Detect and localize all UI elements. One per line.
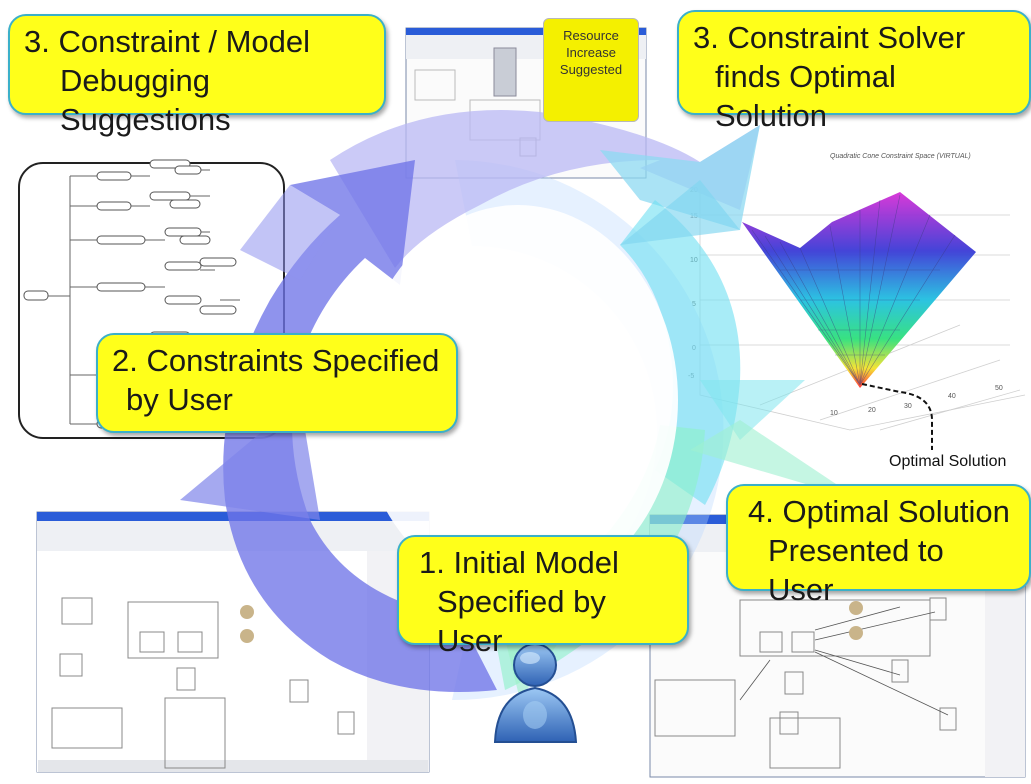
user-icon xyxy=(493,643,578,743)
step-debugging-line1: 3. Constraint / Model xyxy=(24,24,311,59)
optimal-solution-label: Optimal Solution xyxy=(889,453,1007,470)
note-line-3: Suggested xyxy=(559,62,623,77)
note-line-1: Resource xyxy=(563,28,619,43)
step-initial-model: 1. Initial Model Specified by User xyxy=(397,535,689,658)
step-constraints-line2: by User xyxy=(126,382,233,417)
note-line-2: Increase xyxy=(566,45,616,60)
step-constraints-line1: 2. Constraints Specified xyxy=(112,343,440,378)
step-solver-line1: 3. Constraint Solver xyxy=(693,20,966,55)
solution-space-plot: Quadratic Cone Constraint Space (VIRTUAL… xyxy=(688,153,1026,450)
step-constraints-specified: 2. Constraints Specified by User xyxy=(96,333,458,433)
step-initial-line2: Specified by User xyxy=(437,584,606,658)
step-initial-line1: 1. Initial Model xyxy=(419,545,619,580)
step-optimal-line1: 4. Optimal Solution xyxy=(748,494,1010,529)
step-debugging-line2: Debugging Suggestions xyxy=(60,63,231,137)
svg-text:40: 40 xyxy=(948,393,956,400)
svg-text:20: 20 xyxy=(868,407,876,414)
step-debugging-suggestions: 3. Constraint / Model Debugging Suggesti… xyxy=(8,14,386,137)
resource-increase-note: Resource Increase Suggested xyxy=(543,18,639,122)
step-optimal-solution: 4. Optimal Solution Presented to User xyxy=(726,484,1031,607)
svg-text:30: 30 xyxy=(904,403,912,410)
plot-title: Quadratic Cone Constraint Space (VIRTUAL… xyxy=(830,153,971,160)
step-constraint-solver: 3. Constraint Solver finds Optimal Solut… xyxy=(677,10,1031,133)
svg-text:10: 10 xyxy=(830,410,838,417)
svg-text:50: 50 xyxy=(995,385,1003,392)
step-optimal-line2: Presented to User xyxy=(768,533,944,607)
step-solver-line2: finds Optimal Solution xyxy=(715,59,896,133)
